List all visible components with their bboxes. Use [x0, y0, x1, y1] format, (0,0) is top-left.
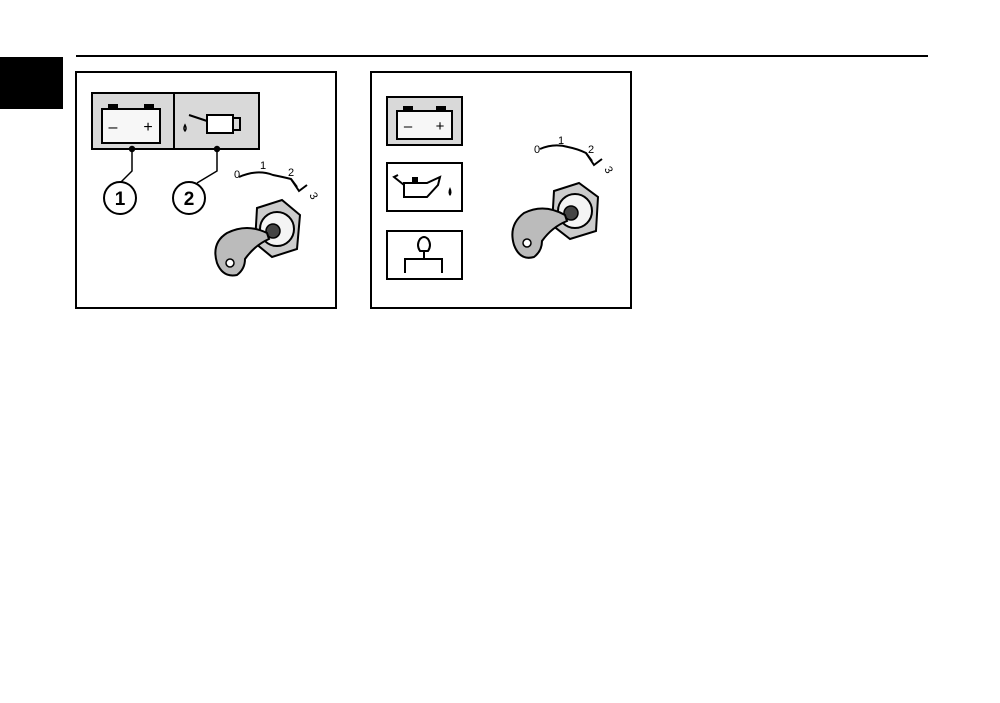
battery-warning-icon: – + — [91, 92, 175, 150]
battery-minus: – — [109, 119, 118, 136]
callout-leaders — [119, 145, 221, 184]
svg-text:1: 1 — [115, 189, 126, 210]
position-3: 3 — [601, 165, 614, 176]
battery-warning-icon: – + — [386, 96, 463, 146]
ignition-switch-icon: 0 1 2 3 — [511, 135, 615, 259]
battery-plus: + — [143, 119, 152, 136]
figure-warning-lights-callouts: – + 1 2 0 — [75, 71, 337, 309]
oil-pressure-warning-icon — [173, 92, 260, 150]
section-tab — [0, 57, 63, 109]
callout-1: 1 — [103, 181, 137, 215]
position-2: 2 — [288, 167, 294, 179]
figure-warning-lights-list: – + 0 1 2 3 — [370, 71, 632, 309]
position-1: 1 — [260, 160, 266, 172]
position-1: 1 — [558, 135, 564, 147]
position-0: 0 — [534, 144, 540, 156]
battery-minus: – — [404, 118, 413, 135]
fuel-reserve-warning-icon — [386, 230, 463, 280]
position-2: 2 — [588, 144, 594, 156]
header-rule — [76, 55, 928, 57]
battery-plus: + — [436, 118, 445, 135]
ignition-switch-icon: 0 1 2 3 — [214, 160, 320, 277]
callout-2: 2 — [172, 181, 206, 215]
position-3: 3 — [306, 191, 319, 202]
svg-text:2: 2 — [184, 189, 195, 210]
position-0: 0 — [234, 169, 240, 181]
oil-pressure-warning-icon — [386, 162, 463, 212]
